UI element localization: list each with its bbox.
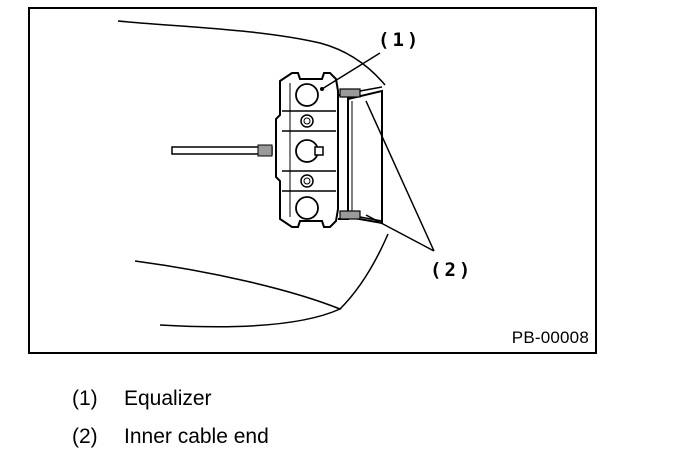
leader-1 [321, 52, 381, 90]
legend-item: (1) Equalizer [72, 380, 269, 418]
body-contour-right [339, 233, 389, 310]
legend-number: (1) [72, 387, 98, 410]
legend-text: Inner cable end [124, 425, 269, 448]
hole-bottom [295, 196, 319, 220]
legend: (1) Equalizer (2) Inner cable end [72, 380, 269, 456]
cable-channel [347, 89, 383, 225]
callout-label-2: (2) [430, 259, 474, 281]
leader-2b [365, 214, 435, 252]
body-contour-top [117, 20, 386, 86]
bolt-top-inner [303, 117, 311, 125]
legend-text: Equalizer [124, 387, 212, 410]
hole-middle-key [314, 146, 324, 156]
cable-top [359, 86, 383, 92]
equalizer-illustration [117, 20, 435, 328]
leader-2a [365, 100, 435, 252]
figure-frame: (1) (2) PB-00008 [28, 7, 597, 354]
legend-number: (2) [72, 425, 98, 448]
bolt-bottom-inner [303, 177, 311, 185]
inner-cable-end-top [339, 88, 361, 98]
callout-label-1: (1) [378, 29, 422, 51]
cable-bracket [338, 94, 349, 220]
rod [171, 146, 273, 155]
hole-top [295, 83, 319, 107]
figure-code: PB-00008 [511, 328, 589, 347]
legend-item: (2) Inner cable end [72, 418, 269, 456]
rod-collar [257, 144, 273, 157]
inner-cable-end-bottom [339, 210, 361, 220]
cable-bottom [359, 216, 383, 222]
body-contour-bottom [134, 260, 342, 328]
leader-1-dot [320, 87, 324, 91]
